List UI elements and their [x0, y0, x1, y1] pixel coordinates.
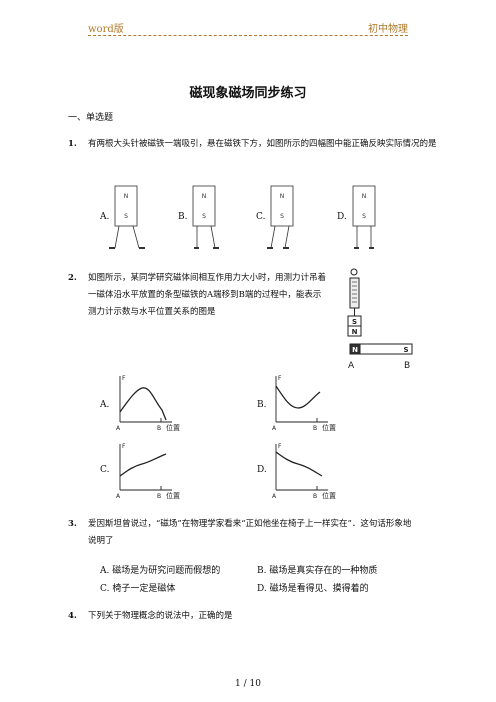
svg-text:A: A [272, 493, 277, 500]
spring-hook [350, 268, 358, 276]
page-title: 磁现象磁场同步练习 [189, 86, 307, 101]
q3-option-a: A. 磁场是为研究问题而假想的 [100, 566, 221, 576]
svg-text:B: B [157, 493, 161, 500]
svg-text:S: S [403, 346, 408, 354]
q3-option-c: C. 椅子一定是磁体 [100, 584, 176, 594]
q1-a-magnet [114, 185, 138, 227]
svg-text:N: N [280, 193, 285, 200]
svg-text:A: A [116, 425, 121, 432]
question-text: 如图所示，某同学研究磁体间相互作用力大小时，用测力计吊着一磁体沿水平放置的条型磁… [88, 273, 327, 317]
svg-text:S: S [202, 213, 206, 220]
question-text: 下列关于物理概念的说法中，正确的是 [88, 611, 233, 621]
svg-text:F: F [278, 375, 282, 382]
curve [119, 387, 167, 421]
q2-option-b-label: B. [257, 400, 267, 410]
question-number: 2. [68, 273, 77, 283]
q1-c-magnet [270, 185, 294, 227]
q1-option-c-label: C. [256, 212, 266, 222]
question-number: 4. [68, 611, 77, 621]
svg-text:S: S [362, 213, 366, 220]
svg-text:位置: 位置 [322, 491, 336, 500]
svg-text:N: N [362, 193, 367, 200]
section-heading: 一、单选题 [68, 113, 114, 123]
svg-text:S: S [352, 318, 357, 326]
q2-graph-a: F A B 位置 [116, 375, 180, 432]
magnet-n-label: N [124, 193, 129, 200]
spring-scale [349, 277, 360, 309]
magnet-s-label: S [124, 213, 128, 220]
q2-option-c-label: C. [100, 465, 110, 475]
svg-text:F: F [278, 443, 282, 450]
svg-text:B: B [313, 493, 317, 500]
q1-figures: N S N S N S N S [109, 185, 376, 249]
question-number: 1. [68, 139, 77, 149]
question-text: 爱因斯坦曾说过，“磁场”在物理学家看来“正如他坐在椅子上一样实在”．这句话形象地… [88, 519, 412, 546]
q1-option-d-label: D. [337, 212, 347, 222]
q1-c-pin-right [284, 225, 290, 249]
q1-b-magnet [192, 185, 216, 227]
svg-text:N: N [202, 193, 207, 200]
svg-text:F: F [122, 375, 126, 382]
curve [119, 453, 167, 477]
point-b-label: B [404, 361, 410, 371]
q1-a-pin-right [132, 225, 140, 249]
q1-d-magnet [352, 185, 376, 227]
q3-option-d: D. 磁场是看得见、摸得着的 [257, 584, 369, 594]
svg-text:A: A [116, 493, 121, 500]
svg-text:B: B [313, 425, 317, 432]
svg-text:F: F [122, 443, 126, 450]
q2-option-d-label: D. [257, 465, 267, 475]
q2-setup-figure: S N N S A B [347, 268, 413, 371]
curve [275, 451, 323, 477]
point-a-label: A [348, 361, 355, 371]
q1-option-b-label: B. [178, 212, 188, 222]
svg-text:位置: 位置 [166, 491, 180, 500]
curve [275, 385, 321, 409]
q2-graph-b: F A B 位置 [272, 375, 336, 432]
q3-option-b: B. 磁场是真实存在的一种物质 [257, 566, 378, 576]
svg-text:A: A [272, 425, 277, 432]
header-divider [88, 35, 408, 36]
svg-text:N: N [352, 346, 358, 354]
q2-option-a-label: A. [100, 400, 110, 410]
q2-graph-c: F A B 位置 [116, 443, 180, 500]
question-text: 有两根大头针被磁铁一端吸引，悬在磁铁下方，如图所示的四幅图中能正确反映实际情况的… [88, 139, 437, 149]
header-right: 初中物理 [368, 24, 408, 35]
q1-b-pin-right [210, 225, 216, 249]
svg-text:位置: 位置 [166, 423, 180, 432]
q1-a-pin-left [114, 225, 120, 249]
svg-text:B: B [157, 425, 161, 432]
svg-text:S: S [280, 213, 284, 220]
page-number: 1 / 10 [235, 679, 261, 689]
header-left: word版 [88, 24, 124, 35]
q1-option-a-label: A. [100, 212, 110, 222]
svg-text:N: N [352, 328, 358, 336]
q2-graph-d: F A B 位置 [272, 443, 336, 500]
q1-c-pin-left [270, 225, 276, 249]
svg-text:位置: 位置 [322, 423, 336, 432]
question-number: 3. [68, 519, 77, 529]
